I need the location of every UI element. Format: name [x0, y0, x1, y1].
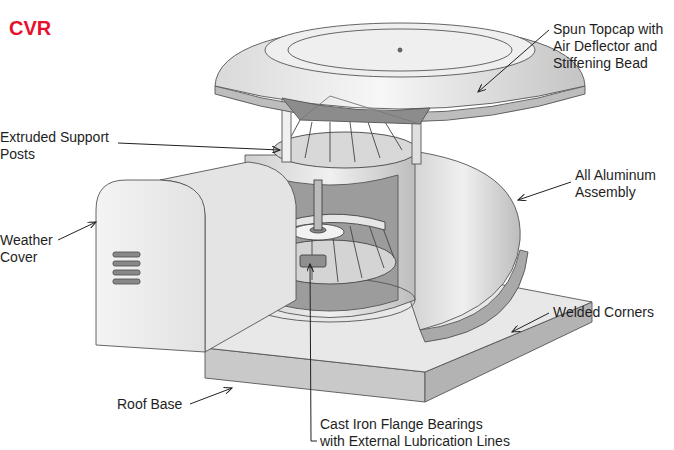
blade-lines — [285, 120, 402, 162]
shroud-flange — [420, 250, 528, 342]
leader-line — [190, 388, 232, 404]
weather-cover — [96, 162, 296, 352]
part-label: Roof Base — [117, 396, 182, 413]
upper-blades — [273, 120, 417, 168]
leader-line — [118, 143, 280, 150]
cover-front — [96, 180, 205, 352]
part-label: All Aluminum Assembly — [575, 167, 670, 201]
leader-line — [478, 30, 549, 92]
louver — [113, 252, 140, 257]
part-label: Welded Corners — [553, 304, 654, 321]
leader-lines — [58, 30, 571, 441]
air-deflector — [300, 96, 420, 124]
topcap — [215, 23, 585, 124]
part-label: Extruded Support Posts — [0, 129, 115, 163]
leader-line — [518, 182, 571, 200]
figure-title: CVR — [9, 17, 51, 40]
louver — [113, 261, 140, 266]
blade-ring — [273, 132, 417, 168]
topcap-dome — [215, 24, 585, 109]
topcap-disc — [265, 23, 535, 77]
part-label: Weather Cover — [0, 232, 60, 266]
flange-bearing — [300, 255, 326, 267]
part-label: Cast Iron Flange Bearings with External … — [320, 416, 511, 450]
drive-shaft — [314, 180, 322, 230]
leader-line — [58, 222, 96, 240]
louver — [113, 270, 140, 275]
part-label: Spun Topcap with Air Deflector and Stiff… — [553, 21, 673, 72]
louver — [113, 279, 140, 284]
topcap-center — [398, 48, 402, 52]
leader-line — [310, 264, 317, 441]
leader-line — [512, 313, 549, 332]
stiffening-bead — [288, 29, 512, 71]
aluminum-shroud — [405, 150, 528, 342]
